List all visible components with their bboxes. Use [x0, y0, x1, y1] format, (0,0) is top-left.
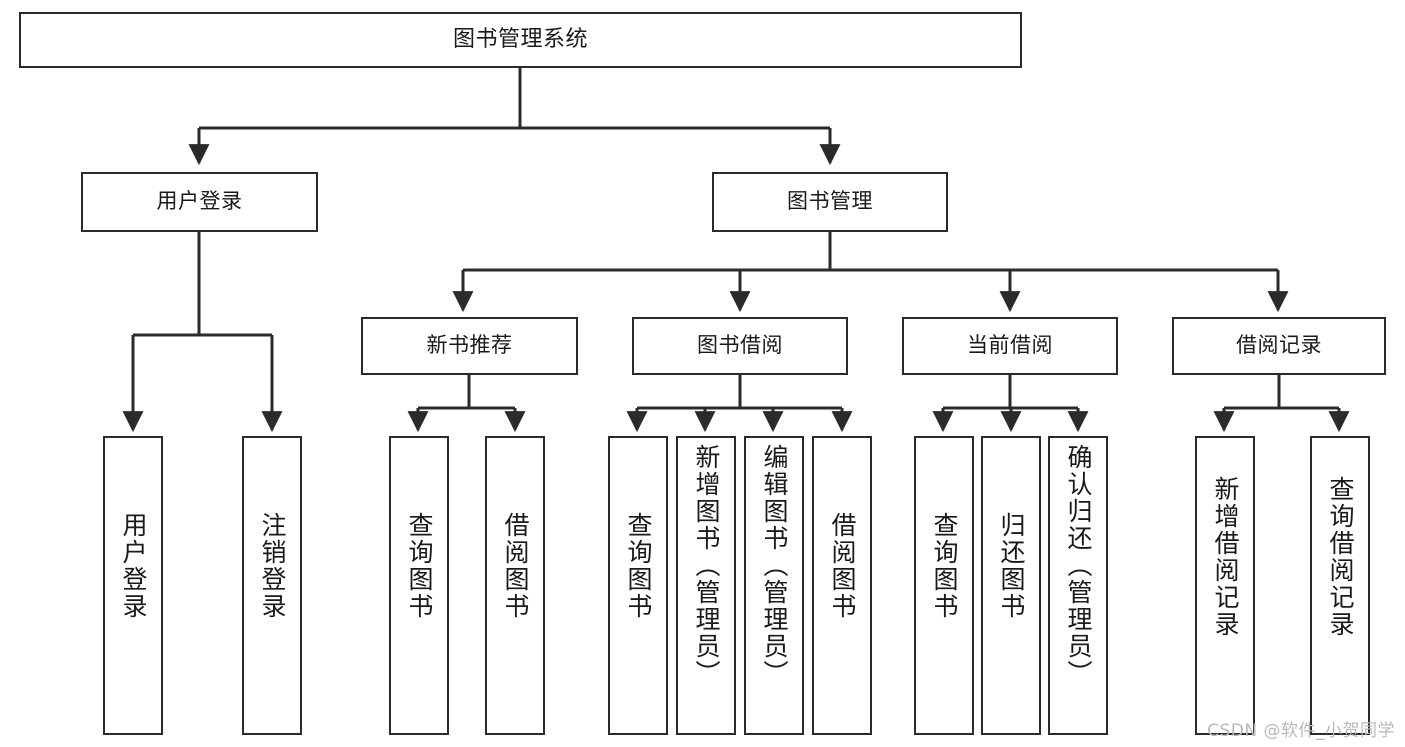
leaf-borrow-records-add-record[interactable]: 新增借阅记录: [1195, 436, 1255, 735]
node-label: 用户登录: [156, 189, 243, 214]
leaf-user-login-logout[interactable]: 注销登录: [242, 436, 302, 735]
node-label: 当前借阅: [967, 333, 1053, 358]
leaf-user-login-login[interactable]: 用户登录: [103, 436, 163, 735]
leaf-current-borrow-query-book[interactable]: 查询图书: [914, 436, 974, 735]
node-book-management[interactable]: 图书管理: [712, 172, 948, 232]
node-borrow-records[interactable]: 借阅记录: [1172, 317, 1386, 375]
node-label: 新书推荐: [426, 333, 513, 358]
node-label: 图书管理系统: [452, 26, 588, 52]
node-label: 查询借阅记录: [1326, 476, 1355, 638]
leaf-book-borrow-borrow-book[interactable]: 借阅图书: [812, 436, 872, 735]
node-label: 用户登录: [119, 512, 148, 620]
node-label: 编辑图书（管理员）: [760, 444, 789, 687]
node-label: 借阅记录: [1236, 333, 1322, 358]
node-label: 新增借阅记录: [1211, 476, 1240, 638]
node-current-borrow[interactable]: 当前借阅: [902, 317, 1118, 375]
leaf-new-book-query-book[interactable]: 查询图书: [389, 436, 449, 735]
leaf-current-borrow-confirm-return-admin[interactable]: 确认归还（管理员）: [1048, 436, 1108, 735]
leaf-current-borrow-return-book[interactable]: 归还图书: [981, 436, 1041, 735]
node-label: 查询图书: [405, 512, 434, 620]
csdn-watermark: CSDN @软件_小贺同学: [1207, 721, 1395, 741]
node-user-login[interactable]: 用户登录: [81, 172, 318, 232]
node-root-book-management-system[interactable]: 图书管理系统: [19, 12, 1022, 68]
node-label: 借阅图书: [501, 512, 530, 620]
node-label: 查询图书: [930, 512, 959, 620]
node-label: 归还图书: [997, 512, 1026, 620]
node-book-borrow[interactable]: 图书借阅: [632, 317, 848, 375]
leaf-book-borrow-add-book-admin[interactable]: 新增图书（管理员）: [676, 436, 736, 735]
node-label: 借阅图书: [828, 512, 857, 620]
node-new-book-recommend[interactable]: 新书推荐: [361, 317, 578, 375]
leaf-borrow-records-query-record[interactable]: 查询借阅记录: [1310, 436, 1370, 735]
node-label: 新增图书（管理员）: [692, 444, 721, 687]
node-label: 图书管理: [787, 189, 873, 214]
node-label: 确认归还（管理员）: [1064, 444, 1093, 687]
node-label: 注销登录: [258, 512, 287, 620]
leaf-book-borrow-edit-book-admin[interactable]: 编辑图书（管理员）: [744, 436, 804, 735]
leaf-book-borrow-query-book[interactable]: 查询图书: [608, 436, 668, 735]
node-label: 查询图书: [624, 512, 653, 620]
leaf-new-book-borrow-book[interactable]: 借阅图书: [485, 436, 545, 735]
node-label: 图书借阅: [697, 333, 783, 358]
